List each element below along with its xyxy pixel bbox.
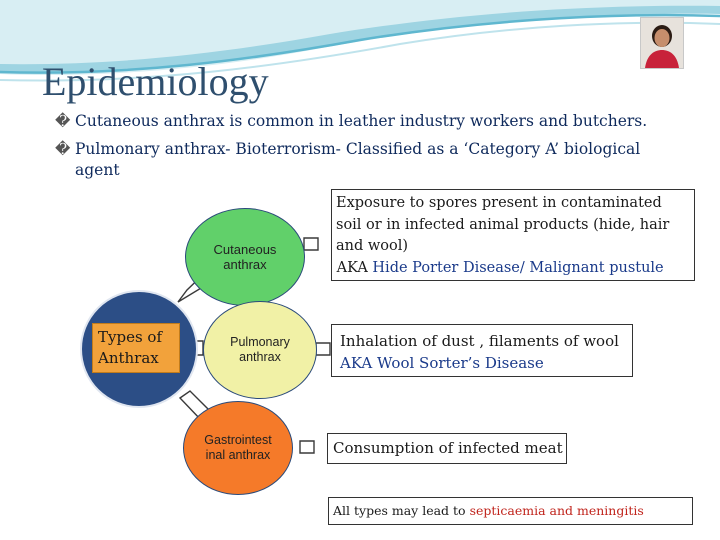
pulmonary-detail-box: Inhalation of dust , filaments of wool A…	[331, 324, 633, 377]
bullet-marker-icon: �	[55, 112, 71, 130]
node-label-line1: Gastrointest	[204, 433, 272, 447]
node-label-line2: anthrax	[223, 257, 267, 272]
connector-gastrointestinal-detail	[299, 440, 315, 454]
presenter-photo	[640, 17, 684, 69]
node-label-line1: Cutaneous	[213, 242, 277, 257]
footer-line: All types may lead to septicaemia and me…	[333, 500, 644, 522]
cutaneous-detail-box: Exposure to spores present in contaminat…	[331, 189, 695, 281]
footer-highlight: septicaemia and meningitis	[469, 503, 644, 518]
connector-pulmonary-detail	[315, 342, 331, 356]
header-swoosh-decoration	[0, 0, 720, 82]
detail-line: and wool)	[336, 238, 409, 254]
bullet-marker-icon: �	[55, 140, 71, 158]
aka-prefix: AKA	[332, 260, 373, 276]
bullet-text: Pulmonary anthrax- Bioterrorism- Classif…	[75, 140, 641, 158]
bullet-cutaneous-epidemiology: � Cutaneous anthrax is common in leather…	[55, 111, 648, 131]
connector-cutaneous-detail	[303, 237, 319, 251]
gastrointestinal-detail-box: Consumption of infected meat	[327, 433, 567, 464]
types-of-anthrax-label: Types of Anthrax	[92, 323, 180, 373]
bullet-continuation: agent	[75, 161, 120, 179]
detail-aka-line: AKA Hide Porter Disease/ Malignant pustu…	[332, 257, 664, 279]
types-of-anthrax-node: Types of Anthrax	[80, 290, 198, 408]
detail-aka-line: AKA Wool Sorter’s Disease	[340, 354, 544, 372]
node-label-line1: Pulmonary	[230, 335, 290, 349]
footer-prefix: All types may lead to	[333, 503, 470, 518]
center-label-line1: Types of	[98, 328, 163, 346]
bullet-pulmonary-epidemiology: � Pulmonary anthrax- Bioterrorism- Class…	[55, 139, 641, 159]
detail-line: Consumption of infected meat	[333, 439, 563, 457]
detail-line: Inhalation of dust , filaments of wool	[340, 332, 619, 350]
slide-title: Epidemiology	[42, 59, 269, 104]
detail-line: soil or in infected animal products (hid…	[336, 217, 670, 233]
aka-name: Hide Porter Disease/ Malignant pustule	[372, 260, 664, 276]
center-label-line2: Anthrax	[98, 349, 159, 367]
bullet-text: Cutaneous anthrax is common in leather i…	[75, 112, 648, 130]
complications-footer-box: All types may lead to septicaemia and me…	[328, 497, 693, 525]
node-label-line2: anthrax	[239, 350, 281, 364]
node-label-line2: inal anthrax	[205, 448, 271, 462]
detail-line: Exposure to spores present in contaminat…	[336, 195, 662, 211]
